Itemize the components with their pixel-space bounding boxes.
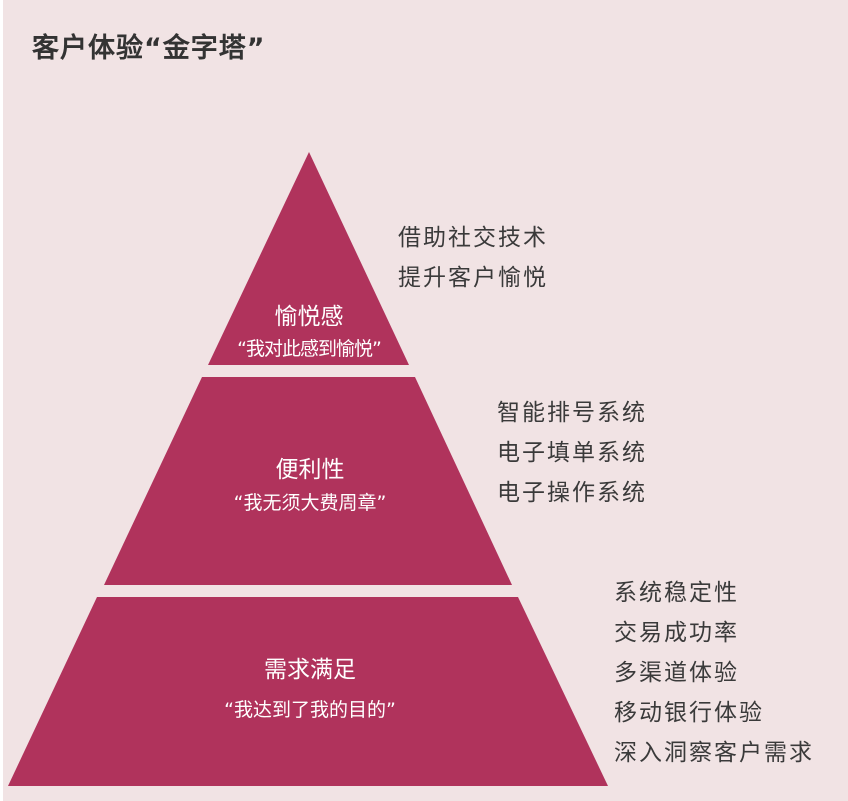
tier-middle-quote: “我无须大费周章” [233, 492, 387, 514]
tier-top-quote: “我对此感到愉悦” [237, 338, 382, 360]
tier-bottom-notes: 系统稳定性 交易成功率 多渠道体验 移动银行体验 深入洞察客户需求 [614, 573, 814, 773]
note-item: 交易成功率 [614, 620, 739, 646]
tier-middle-notes: 智能排号系统 电子填单系统 电子操作系统 [497, 393, 647, 513]
pyramid-tier-middle [104, 377, 512, 585]
tier-bottom-quote: “我达到了我的目的” [224, 699, 396, 721]
tier-top-label: 愉悦感 [274, 304, 344, 330]
tier-middle-label: 便利性 [275, 457, 345, 483]
pyramid-tier-top [208, 152, 409, 365]
note-item: 电子填单系统 [497, 440, 647, 466]
note-item: 系统稳定性 [614, 580, 739, 606]
note-item: 深入洞察客户需求 [614, 740, 814, 766]
note-item: 智能排号系统 [497, 400, 647, 426]
page-title: 客户体验“金字塔” [32, 33, 266, 64]
note-item: 多渠道体验 [614, 660, 739, 686]
note-item: 借助社交技术 [398, 225, 548, 251]
note-item: 电子操作系统 [497, 480, 647, 506]
tier-bottom-label: 需求满足 [264, 657, 356, 683]
tier-top-notes: 借助社交技术 提升客户愉悦 [398, 218, 548, 298]
note-item: 提升客户愉悦 [398, 265, 548, 291]
note-item: 移动银行体验 [614, 700, 764, 726]
pyramid-tier-bottom [8, 597, 608, 786]
